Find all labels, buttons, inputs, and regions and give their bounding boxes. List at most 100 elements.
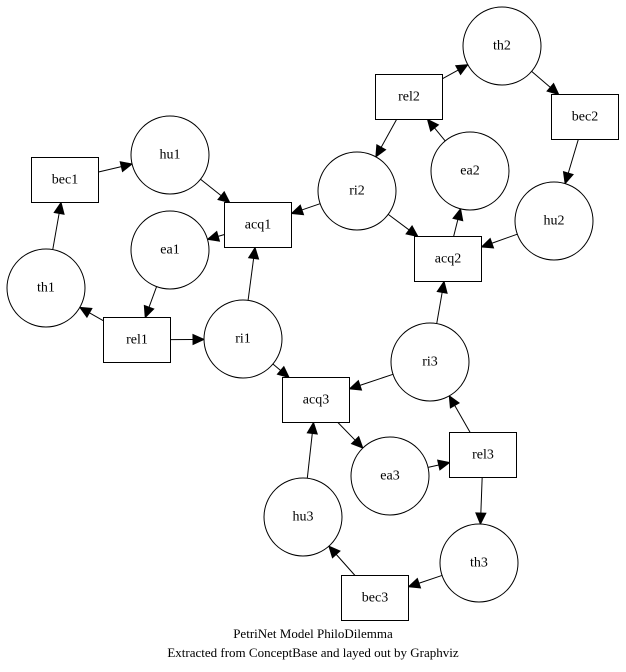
- node-label: acq1: [245, 218, 271, 233]
- place-circle: [203, 299, 283, 379]
- node-label: ea1: [160, 243, 179, 258]
- transition-box: [103, 317, 171, 363]
- arrowhead-icon: [454, 64, 469, 76]
- edge-bec2-to-hu2: [562, 139, 579, 185]
- place-hu3: hu3: [263, 477, 343, 557]
- node-label: ri1: [235, 332, 251, 347]
- edge-ri1-to-acq1: [247, 246, 260, 301]
- edge-rel2-to-th2: [442, 64, 469, 80]
- arrowhead-icon: [290, 204, 305, 216]
- edge-rel1-to-ri1: [170, 333, 206, 346]
- edge-line: [442, 69, 459, 80]
- edge-ea1-to-rel1: [143, 286, 158, 319]
- edge-ri3-to-acq3: [348, 373, 394, 391]
- nodes-layer: th1hu1ea1ri1th2hu2ea2ri2th3hu3ea3ri3bec1…: [6, 6, 619, 621]
- arrowhead-icon: [348, 379, 363, 391]
- arrowhead-icon: [436, 280, 448, 294]
- place-ri2: ri2: [317, 151, 397, 231]
- edge-line: [337, 422, 356, 441]
- edge-line: [491, 233, 518, 244]
- arrowhead-icon: [350, 435, 364, 449]
- place-circle: [130, 115, 210, 195]
- node-label: bec2: [572, 110, 598, 125]
- transition-acq3: acq3: [282, 377, 350, 423]
- transition-box: [282, 377, 350, 423]
- node-label: ea3: [380, 469, 399, 484]
- edge-line: [454, 405, 471, 433]
- edge-acq1-to-ea1: [206, 230, 225, 242]
- place-circle: [317, 151, 397, 231]
- node-label: th1: [37, 281, 55, 296]
- transition-rel2: rel2: [375, 74, 443, 120]
- edge-rel3-to-ri3: [448, 394, 471, 433]
- arrowhead-icon: [407, 577, 422, 589]
- node-label: th2: [493, 39, 511, 54]
- transition-box: [224, 202, 292, 248]
- edge-ri2-to-acq1: [290, 203, 321, 216]
- edge-line: [306, 433, 313, 479]
- transition-rel3: rel3: [449, 432, 517, 478]
- arrowhead-icon: [143, 304, 155, 319]
- node-label: rel2: [398, 90, 420, 105]
- arrowhead-icon: [405, 224, 419, 238]
- arrowhead-icon: [426, 118, 440, 133]
- place-ea1: ea1: [130, 210, 210, 290]
- place-hu2: hu2: [514, 181, 594, 261]
- edge-th1-to-bec1: [52, 201, 65, 250]
- edge-rel2-to-ri2: [375, 119, 397, 158]
- arrowhead-icon: [328, 545, 341, 559]
- edge-hu2-to-acq2: [480, 233, 518, 249]
- place-circle: [130, 210, 210, 290]
- node-label: hu2: [544, 214, 565, 229]
- edge-line: [480, 477, 483, 514]
- node-label: rel3: [472, 448, 494, 463]
- transition-box: [341, 575, 409, 621]
- arrowhead-icon: [217, 190, 231, 204]
- node-label: ri3: [422, 355, 438, 370]
- edge-line: [89, 312, 104, 322]
- arrowhead-icon: [375, 144, 387, 158]
- place-circle: [6, 248, 86, 328]
- edge-acq3-to-ea3: [337, 422, 364, 449]
- arrowhead-icon: [78, 306, 93, 319]
- edge-line: [98, 166, 122, 173]
- edge-rel1-to-th1: [78, 306, 104, 322]
- transition-bec2: bec2: [551, 94, 619, 140]
- edge-line: [436, 292, 443, 324]
- arrowhead-icon: [546, 82, 560, 96]
- edge-line: [200, 178, 222, 197]
- edge-bec3-to-hu3: [328, 545, 356, 576]
- edge-ri1-to-acq3: [272, 363, 291, 379]
- edge-line: [380, 119, 397, 148]
- arrowhead-icon: [480, 237, 495, 249]
- transition-acq1: acq1: [224, 202, 292, 248]
- place-circle: [430, 131, 510, 211]
- node-label: hu1: [160, 148, 181, 163]
- node-label: ri2: [349, 184, 365, 199]
- edge-line: [335, 554, 356, 576]
- node-label: rel1: [126, 333, 148, 348]
- edge-th2-to-bec2: [531, 70, 560, 96]
- transition-box: [414, 236, 482, 282]
- arrowhead-icon: [452, 207, 464, 222]
- place-circle: [390, 322, 470, 402]
- arrowhead-icon: [192, 333, 206, 346]
- arrowhead-icon: [562, 170, 574, 185]
- edge-line: [301, 203, 321, 211]
- node-label: hu3: [293, 510, 314, 525]
- edge-hu1-to-acq1: [200, 178, 231, 204]
- edge-line: [531, 70, 551, 88]
- arrowhead-icon: [437, 459, 451, 471]
- edge-ri3-to-acq2: [436, 280, 448, 324]
- arrowhead-icon: [53, 201, 65, 215]
- edge-line: [217, 234, 225, 237]
- transition-box: [375, 74, 443, 120]
- place-circle: [263, 477, 343, 557]
- place-circle: [350, 436, 430, 516]
- edges-layer: [52, 64, 579, 589]
- edge-line: [247, 258, 255, 301]
- transition-box: [551, 94, 619, 140]
- edge-bec1-to-hu1: [98, 161, 134, 173]
- edge-rel3-to-th3: [475, 477, 487, 526]
- edge-ea2-to-rel2: [426, 118, 446, 142]
